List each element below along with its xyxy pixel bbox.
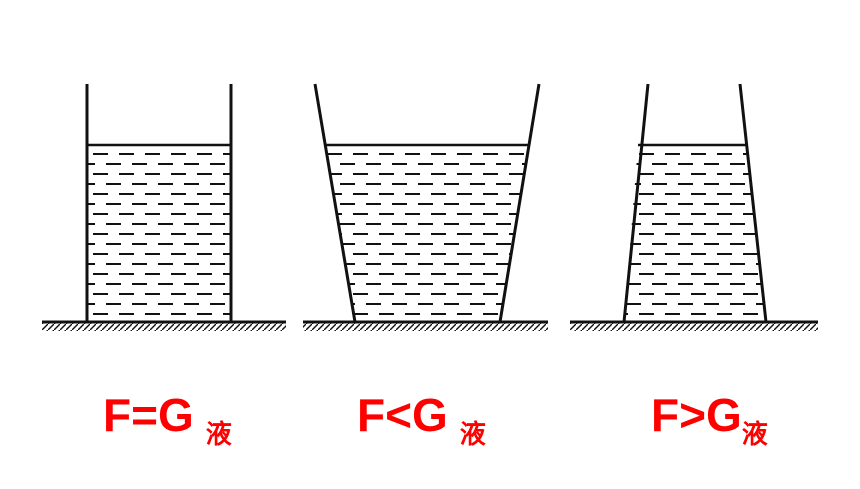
- label-subscript: 液: [459, 420, 486, 450]
- label-less: F<G 液: [357, 389, 486, 448]
- label-greater: F>G液: [651, 389, 768, 448]
- right-wall: [738, 83, 768, 323]
- label-main: F=G: [103, 389, 194, 441]
- ground-hatch: [42, 323, 286, 331]
- container-narrowing: [570, 83, 818, 331]
- ground-hatch: [570, 323, 818, 331]
- label-subscript: 液: [205, 420, 232, 450]
- label-equal: F=G 液: [103, 389, 232, 448]
- liquid-fill: [624, 145, 766, 322]
- right-wall: [498, 83, 541, 323]
- left-wall: [622, 83, 650, 323]
- label-subscript: 液: [741, 420, 768, 450]
- liquid-fill: [87, 145, 231, 322]
- left-wall: [313, 83, 357, 323]
- container-widening: [303, 83, 548, 331]
- ground-hatch: [303, 323, 548, 331]
- label-main: F<G: [357, 389, 448, 441]
- label-main: F>G: [651, 389, 742, 441]
- liquid-fill: [326, 145, 528, 322]
- container-straight: [42, 84, 286, 331]
